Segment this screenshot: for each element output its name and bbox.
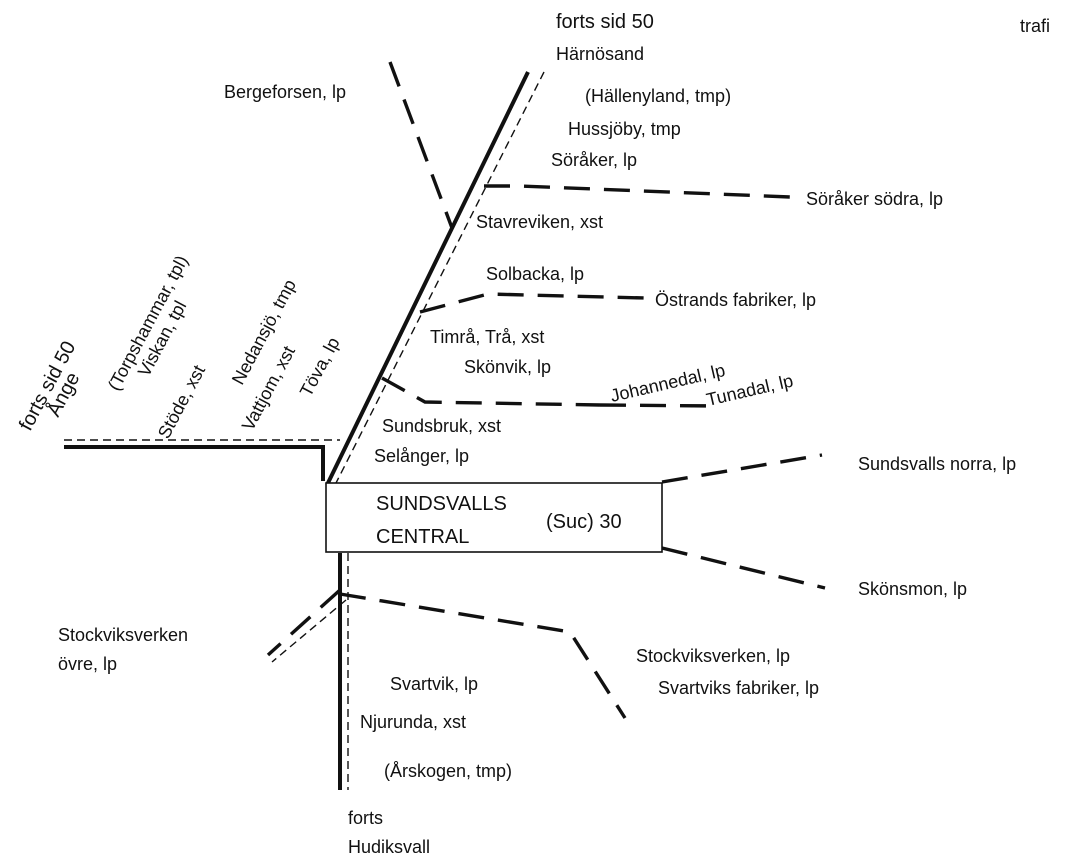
branch-label-skonsmon: Skönsmon, lp <box>858 579 967 599</box>
station-label: (Hällenyland, tmp) <box>585 86 731 106</box>
branch-label-stockviksverken: Stockviksverken, lp <box>636 646 790 666</box>
branch-label-svartviks-fabriker: Svartviks fabriker, lp <box>658 678 819 698</box>
branch-line-stockviksverken-ovre <box>266 588 342 657</box>
branch-line-skonsmon <box>661 546 826 590</box>
branch-line-johannedal <box>381 376 601 407</box>
branch-track-stockviksverken-ovre <box>271 599 347 663</box>
station-label: Selånger, lp <box>374 446 469 466</box>
branch-label-bergeforsen: Bergeforsen, lp <box>224 82 346 102</box>
branch-labels: Bergeforsen, lp Söråker södra, lp Östran… <box>58 82 1016 698</box>
central-name-line1: SUNDSVALLS <box>376 493 507 515</box>
north-labels: forts sid 50 Härnösand (Hällenyland, tmp… <box>374 11 731 466</box>
branch-lines <box>266 61 826 719</box>
corner-text: trafi <box>1020 16 1050 36</box>
station-label: Njurunda, xst <box>360 712 466 732</box>
central-station-code: (Suc) 30 <box>546 511 622 533</box>
track-lines <box>64 71 545 790</box>
north-continuation-destination: Härnösand <box>556 44 644 64</box>
station-label: Hussjöby, tmp <box>568 119 681 139</box>
south-labels: Svartvik, lp Njurunda, xst (Årskogen, tm… <box>348 674 512 857</box>
station-label: Sundsbruk, xst <box>382 416 501 436</box>
main-line-north <box>325 71 530 486</box>
north-continuation-page: forts sid 50 <box>556 11 654 33</box>
west-labels: forts sid 50 Ånge (Torpshammar, tpl) Vis… <box>15 252 344 442</box>
branch-label-stockviksverken-ovre-2: övre, lp <box>58 654 117 674</box>
station-label: Söråker, lp <box>551 150 637 170</box>
station-label: Töva, lp <box>296 334 344 400</box>
central-station-labels: SUNDSVALLS CENTRAL (Suc) 30 <box>376 493 622 548</box>
station-label: Skönvik, lp <box>464 357 551 377</box>
station-label: Solbacka, lp <box>486 264 584 284</box>
branch-line-sundsvalls-norra <box>661 453 823 484</box>
south-continuation-destination: Hudiksvall <box>348 837 430 857</box>
central-station-box <box>325 482 663 553</box>
station-label: (Årskogen, tmp) <box>384 761 512 781</box>
branch-line-ostrand <box>419 292 646 314</box>
branch-label-sundsvalls-norra: Sundsvalls norra, lp <box>858 454 1016 474</box>
station-label: Stavreviken, xst <box>476 212 603 232</box>
branch-label-ostrand: Östrands fabriker, lp <box>655 290 816 310</box>
station-label: Stöde, xst <box>154 362 209 442</box>
central-name-line2: CENTRAL <box>376 526 469 548</box>
branch-line-tunadal <box>599 403 721 408</box>
station-label: Nedansjö, tmp <box>228 276 300 388</box>
station-label: Timrå, Trå, xst <box>430 327 544 347</box>
branch-line-soraker-sodra <box>484 184 791 199</box>
station-label: Svartvik, lp <box>390 674 478 694</box>
branch-line-stockviksverken <box>339 592 627 719</box>
branch-label-soraker-sodra: Söråker södra, lp <box>806 189 943 209</box>
branch-line-bergeforsen <box>388 61 454 229</box>
south-continuation-label: forts <box>348 808 383 828</box>
branch-label-stockviksverken-ovre: Stockviksverken <box>58 625 188 645</box>
main-line-west <box>64 445 325 481</box>
